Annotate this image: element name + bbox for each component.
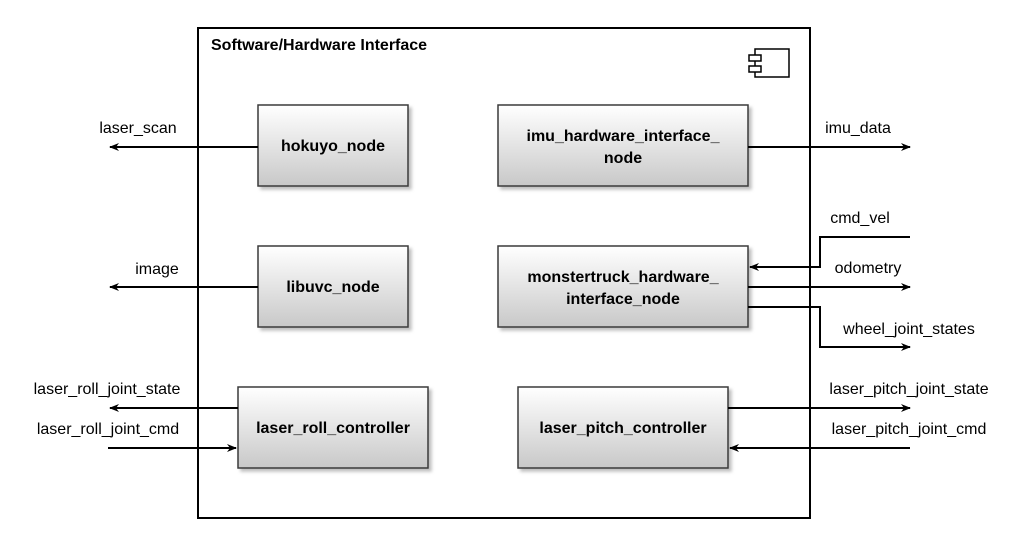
node-monstertruck-label-line2: interface_node <box>566 291 680 308</box>
component-icon <box>748 48 790 78</box>
node-imu-hardware-interface[interactable]: imu_hardware_interface_ node <box>497 104 749 187</box>
node-laser-pitch-controller[interactable]: laser_pitch_controller <box>517 386 729 469</box>
edge-wheel-joint-states <box>748 306 911 351</box>
edge-laser-roll-joint-state-label: laser_roll_joint_state <box>34 381 181 398</box>
node-monstertruck-hardware-interface[interactable]: monstertruck_hardware_ interface_node <box>497 245 749 328</box>
edge-cmd-vel-label: cmd_vel <box>830 210 890 227</box>
node-laser-pitch-label: laser_pitch_controller <box>539 420 706 437</box>
edge-imu-data-label: imu_data <box>825 120 891 137</box>
node-laser-roll-label: laser_roll_controller <box>256 420 410 437</box>
node-laser-roll-controller[interactable]: laser_roll_controller <box>237 386 429 469</box>
node-hokuyo-label: hokuyo_node <box>281 138 385 155</box>
edge-laser-pitch-joint-state-label: laser_pitch_joint_state <box>829 381 988 398</box>
node-hokuyo[interactable]: hokuyo_node <box>257 104 409 187</box>
node-libuvc-label: libuvc_node <box>286 279 379 296</box>
edge-laser-roll-joint-cmd-label: laser_roll_joint_cmd <box>37 421 179 438</box>
node-libuvc[interactable]: libuvc_node <box>257 245 409 328</box>
node-imu-label-line1: imu_hardware_interface_ <box>527 128 721 145</box>
node-imu-label-line2: node <box>604 150 642 167</box>
edge-image-label: image <box>135 261 179 278</box>
edge-laser-scan-label: laser_scan <box>99 120 176 137</box>
node-monstertruck-label-line1: monstertruck_hardware_ <box>527 269 719 286</box>
edge-wheel-joint-states-label: wheel_joint_states <box>842 321 975 338</box>
edge-cmd-vel <box>749 236 910 271</box>
container-title: Software/Hardware Interface <box>211 37 427 54</box>
edge-laser-pitch-joint-cmd-label: laser_pitch_joint_cmd <box>832 421 987 438</box>
edge-odometry-label: odometry <box>835 260 902 277</box>
